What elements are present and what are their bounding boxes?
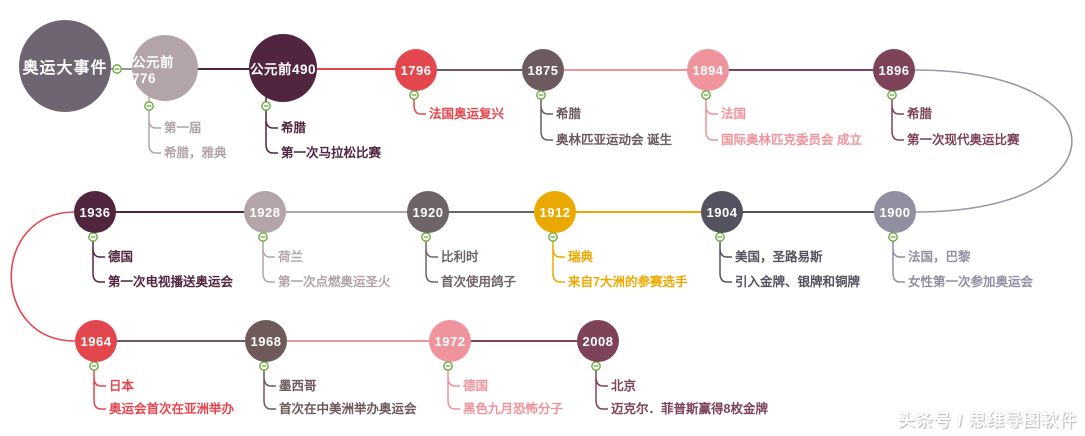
label-1968-0[interactable]: 墨西哥	[279, 379, 317, 393]
label-2008-1[interactable]: 迈克尔．菲普斯赢得8枚金牌	[611, 402, 768, 416]
label-2008-0[interactable]: 北京	[611, 379, 637, 393]
node-bc776[interactable]: 公元前776	[132, 35, 198, 101]
branch-776	[148, 97, 161, 154]
branch-1936	[92, 233, 105, 283]
collapse-icon[interactable]	[548, 232, 558, 242]
label-1972-0[interactable]: 德国	[463, 379, 489, 393]
label-1968-1[interactable]: 首次在中美洲举办奥运会	[279, 402, 417, 416]
branch-1972	[447, 362, 460, 410]
collapse-icon[interactable]	[591, 361, 601, 371]
label-1894-0[interactable]: 法国	[721, 107, 747, 121]
branch-1896	[891, 91, 904, 141]
node-1875[interactable]: 1875	[522, 49, 564, 91]
node-1928[interactable]: 1928	[244, 191, 286, 233]
branch-1920	[425, 233, 438, 283]
node-1796[interactable]: 1796	[395, 49, 437, 91]
label-1920-1[interactable]: 首次使用鸽子	[441, 275, 517, 289]
label-1900-0[interactable]: 法国，巴黎	[908, 250, 971, 264]
node-1894[interactable]: 1894	[687, 49, 729, 91]
collapse-icon[interactable]	[888, 232, 898, 242]
branch-1894	[705, 91, 718, 141]
label-1920-0[interactable]: 比利时	[441, 250, 479, 264]
label-1904-0[interactable]: 美国，圣路易斯	[735, 250, 823, 264]
label-1912-1[interactable]: 来自7大洲的参赛选手	[568, 275, 688, 289]
label-1972-1[interactable]: 黑色九月恐怖分子	[463, 402, 564, 416]
branch-490	[265, 97, 278, 154]
node-1972[interactable]: 1972	[429, 320, 471, 362]
label-1875-0[interactable]: 希腊	[556, 107, 582, 121]
label-1875-1[interactable]: 奥林匹亚运动会 诞生	[556, 133, 672, 147]
collapse-icon[interactable]	[443, 361, 453, 371]
label-1964-1[interactable]: 奥运会首次在亚洲举办	[109, 402, 235, 416]
collapse-icon[interactable]	[112, 64, 122, 74]
collapse-icon[interactable]	[88, 232, 98, 242]
collapse-icon[interactable]	[144, 101, 154, 111]
node-bc490[interactable]: 公元前490	[249, 34, 317, 102]
label-1964-0[interactable]: 日本	[109, 379, 135, 393]
branch-1904	[719, 233, 732, 283]
timeline-curve-left	[10, 211, 96, 342]
label-bc490-0[interactable]: 希腊	[281, 121, 307, 135]
collapse-icon[interactable]	[259, 361, 269, 371]
label-1796-0[interactable]: 法国奥运复兴	[429, 107, 505, 121]
node-1912[interactable]: 1912	[534, 191, 576, 233]
label-bc776-0[interactable]: 第一届	[164, 121, 202, 135]
collapse-icon[interactable]	[887, 90, 897, 100]
label-1894-1[interactable]: 国际奥林匹克委员会 成立	[721, 133, 862, 147]
collapse-icon[interactable]	[261, 101, 271, 111]
label-1936-1[interactable]: 第一次电视播送奥运会	[108, 275, 234, 289]
label-1936-0[interactable]: 德国	[108, 250, 134, 264]
label-1912-0[interactable]: 瑞典	[568, 250, 594, 264]
branch-1796	[413, 91, 426, 115]
collapse-icon[interactable]	[258, 232, 268, 242]
label-1900-1[interactable]: 女性第一次参加奥运会	[908, 275, 1034, 289]
node-root[interactable]: 奥运大事件	[19, 20, 111, 112]
branch-1912	[552, 233, 565, 283]
branch-1900	[892, 233, 905, 283]
collapse-icon[interactable]	[701, 90, 711, 100]
label-1896-1[interactable]: 第一次现代奥运比赛	[907, 133, 1020, 147]
label-1896-0[interactable]: 希腊	[907, 107, 933, 121]
collapse-icon[interactable]	[536, 90, 546, 100]
node-1920[interactable]: 1920	[407, 191, 449, 233]
collapse-icon[interactable]	[409, 90, 419, 100]
branch-1964	[93, 362, 106, 410]
label-bc776-1[interactable]: 希腊，雅典	[164, 146, 227, 160]
label-1928-0[interactable]: 荷兰	[278, 250, 304, 264]
node-1900[interactable]: 1900	[874, 191, 916, 233]
node-1896[interactable]: 1896	[873, 49, 915, 91]
branch-2008	[595, 362, 608, 410]
node-2008[interactable]: 2008	[577, 320, 619, 362]
node-1968[interactable]: 1968	[245, 320, 287, 362]
label-1928-1[interactable]: 第一次点燃奥运圣火	[278, 275, 391, 289]
node-1904[interactable]: 1904	[701, 191, 743, 233]
node-1936[interactable]: 1936	[74, 191, 116, 233]
collapse-icon[interactable]	[421, 232, 431, 242]
watermark-text: 头条号 / 思维导图软件	[897, 411, 1077, 430]
collapse-icon[interactable]	[715, 232, 725, 242]
branch-1968	[263, 362, 276, 410]
branch-1928	[262, 233, 275, 283]
label-bc490-1[interactable]: 第一次马拉松比赛	[281, 146, 382, 160]
collapse-icon[interactable]	[89, 361, 99, 371]
node-1964[interactable]: 1964	[75, 320, 117, 362]
timeline-curve-right	[894, 69, 1073, 213]
label-1904-1[interactable]: 引入金牌、银牌和铜牌	[735, 275, 861, 289]
branch-1875	[540, 91, 553, 141]
